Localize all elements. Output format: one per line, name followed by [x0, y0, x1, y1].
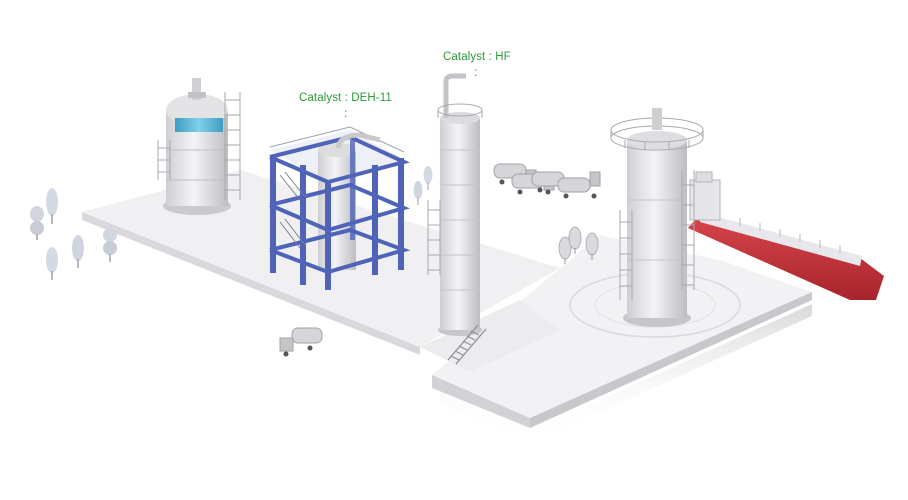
catalyst-hf-label: Catalyst : HF	[443, 51, 511, 63]
large-column-icon	[610, 108, 704, 327]
tanker-truck-icon	[557, 171, 601, 199]
steel-structure-icon	[269, 126, 411, 290]
catalyst-deh-connector: :	[344, 106, 348, 120]
catalyst-deh-label: Catalyst : DEH-11	[299, 92, 392, 104]
trees-center	[413, 166, 433, 205]
tanker-truck-icon	[279, 327, 323, 357]
tree-icon	[72, 235, 84, 268]
tree-icon	[46, 188, 58, 224]
tree-icon	[423, 166, 433, 190]
platform-right-top	[432, 235, 812, 418]
catalyst-hf-connector: :	[474, 65, 478, 79]
tree-icon	[103, 228, 117, 262]
ship-icon	[688, 171, 884, 300]
reactor-vessel-icon	[157, 78, 241, 215]
storage-tank-icon	[558, 226, 599, 264]
trees-left	[30, 188, 117, 280]
distillation-column-icon	[427, 73, 487, 365]
tree-icon	[46, 247, 58, 280]
tree-icon	[413, 181, 423, 205]
tree-icon	[30, 206, 44, 240]
tanker-trucks-group	[493, 163, 601, 199]
